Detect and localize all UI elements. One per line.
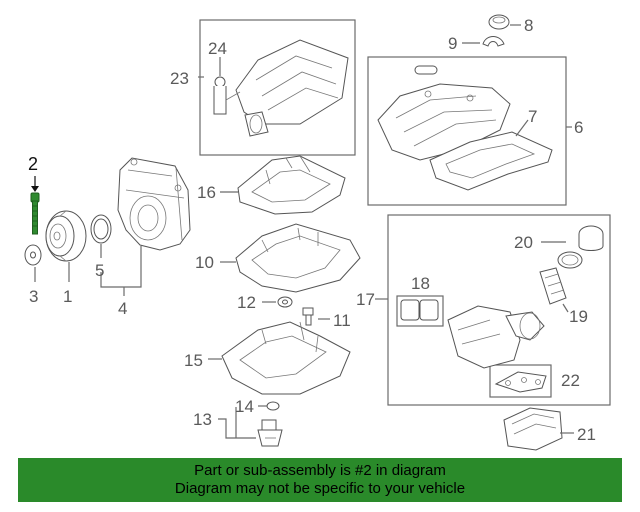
callout-17[interactable]: 17 (356, 290, 375, 309)
callout-12[interactable]: 12 (237, 293, 256, 312)
callout-21[interactable]: 21 (577, 425, 596, 444)
callout-19[interactable]: 19 (569, 307, 588, 326)
gasket-part-22[interactable] (494, 371, 547, 393)
valve-cover-gasket-part-7[interactable] (429, 131, 553, 191)
banner-line-1: Part or sub-assembly is #2 in diagram (194, 462, 446, 479)
sensor-part-13[interactable] (257, 419, 283, 447)
callout-8[interactable]: 8 (524, 16, 533, 35)
notice-banner: Part or sub-assembly is #2 in diagram Di… (18, 458, 622, 502)
intake-manifold-box (199, 19, 356, 156)
callout-22[interactable]: 22 (561, 371, 580, 390)
filter-cap-part-20[interactable] (557, 225, 604, 269)
callout-7[interactable]: 7 (528, 107, 537, 126)
callout-5[interactable]: 5 (95, 261, 104, 280)
gasket-small (414, 65, 438, 75)
bolt-part-2[interactable] (30, 192, 40, 235)
o-ring-part-14[interactable] (266, 401, 280, 411)
callout-15[interactable]: 15 (184, 351, 203, 370)
callout-14[interactable]: 14 (235, 397, 254, 416)
gasket-22-box (489, 364, 552, 398)
cap-seal-part-9[interactable] (482, 36, 505, 47)
callout-24[interactable]: 24 (208, 39, 227, 58)
callout-6[interactable]: 6 (574, 118, 583, 137)
gasket-part-18[interactable] (400, 299, 439, 321)
callout-3[interactable]: 3 (29, 287, 38, 306)
intake-manifold-part-23[interactable] (235, 39, 349, 137)
callout-4[interactable]: 4 (118, 299, 127, 318)
banner-line-2: Diagram may not be specific to your vehi… (174, 480, 466, 497)
baffle-part-16[interactable] (237, 155, 346, 215)
callout-20[interactable]: 20 (514, 233, 533, 252)
callout-9[interactable]: 9 (448, 34, 457, 53)
timing-cover-part-4[interactable] (117, 157, 191, 251)
callout-1[interactable]: 1 (63, 287, 72, 306)
gasket-18-box (396, 295, 444, 327)
drain-plug-part-11[interactable] (302, 307, 314, 326)
callout-10[interactable]: 10 (195, 253, 214, 272)
sensor-part-24[interactable] (213, 76, 241, 115)
callout-18[interactable]: 18 (411, 274, 430, 293)
oil-filter-housing-box (387, 214, 611, 406)
callout-13[interactable]: 13 (193, 410, 212, 429)
oil-filter-housing-part-17[interactable] (447, 305, 545, 369)
washer-part-3[interactable] (24, 244, 42, 266)
valve-cover-box (367, 56, 567, 206)
callout-16[interactable]: 16 (197, 183, 216, 202)
oil-pan-upper-part-10[interactable] (235, 223, 361, 293)
oil-pan-lower-part-15[interactable] (221, 321, 351, 395)
oil-filter-part-19[interactable] (539, 267, 567, 305)
filler-cap-part-8[interactable] (488, 14, 510, 30)
callout-11[interactable]: 11 (333, 311, 351, 330)
pulley-part-1[interactable] (45, 210, 87, 262)
callout-2[interactable]: 2 (28, 154, 38, 174)
parts-diagram: 2 3 1 5 4 23 24 16 10 12 11 15 14 13 9 8… (24, 14, 611, 451)
washer-part-12[interactable] (277, 296, 293, 308)
seal-part-5[interactable] (90, 214, 112, 244)
oil-cooler-part-21[interactable] (503, 407, 563, 451)
callout-23[interactable]: 23 (170, 69, 189, 88)
